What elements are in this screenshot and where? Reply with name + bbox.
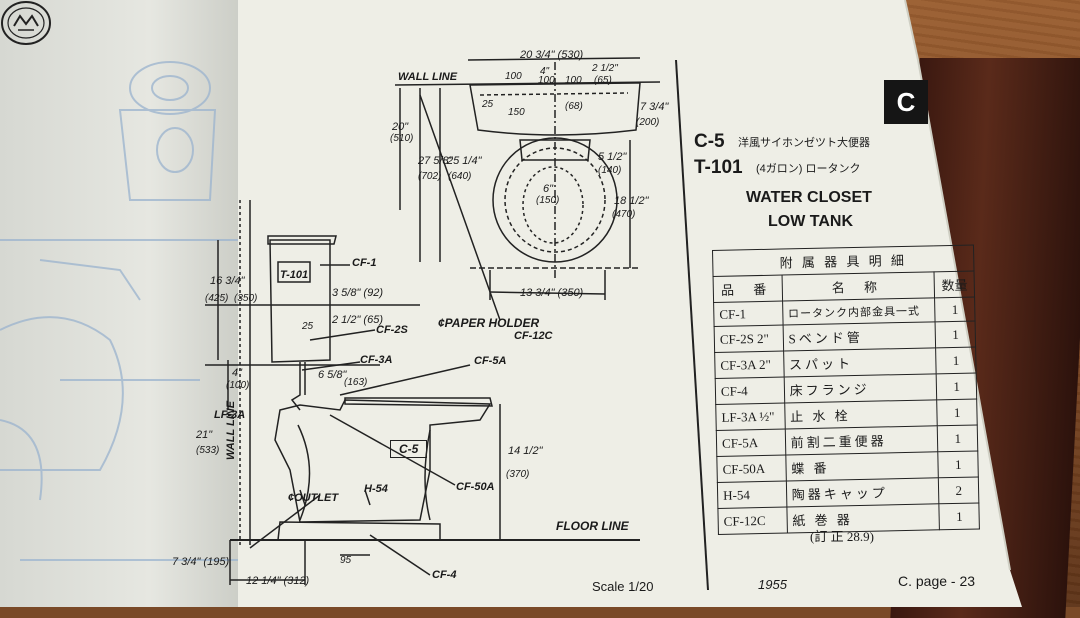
binder-cover [890,58,1080,618]
book-gutter-shadow [238,0,254,607]
left-page [0,0,250,607]
faded-left-drawing [0,61,240,561]
